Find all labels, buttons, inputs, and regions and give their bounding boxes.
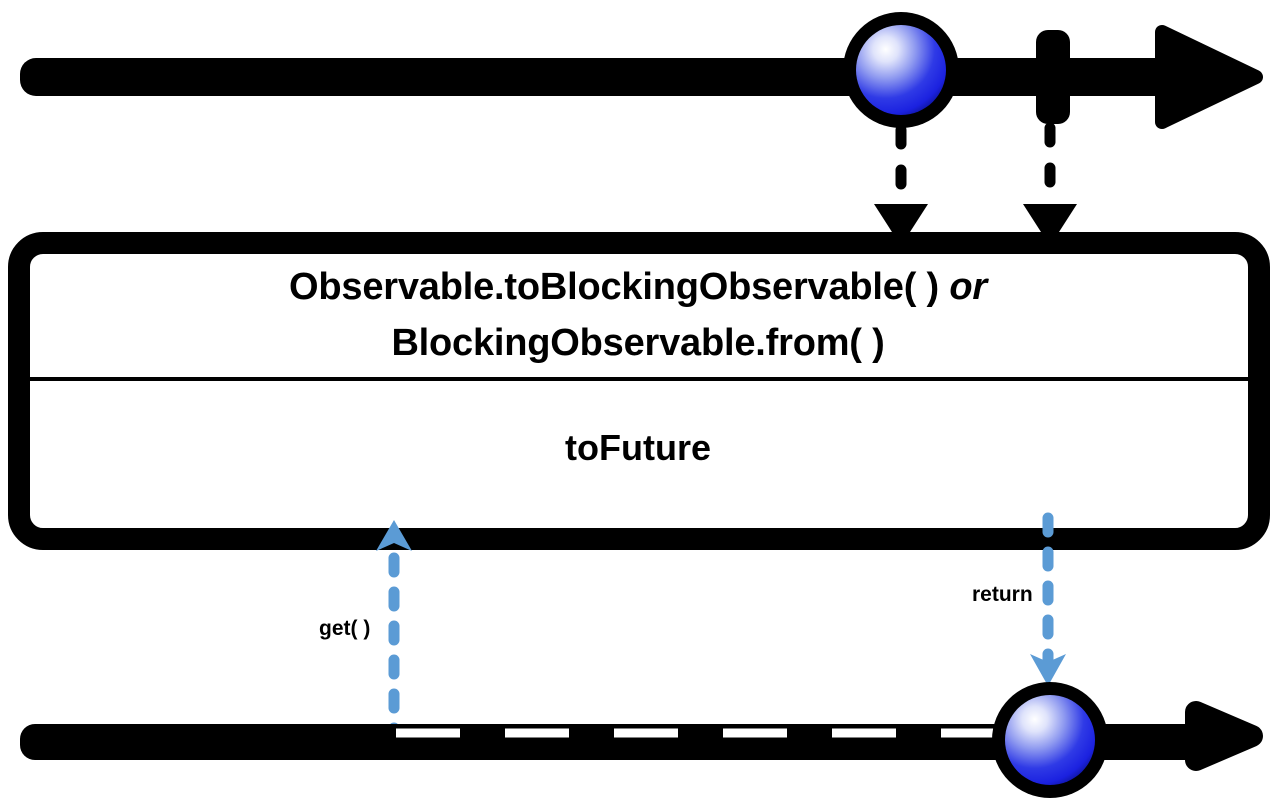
operator-name-conjunction: or xyxy=(949,266,987,308)
source-observable-timeline xyxy=(20,12,1263,129)
source-marble-item xyxy=(856,25,946,115)
operator-box-outline xyxy=(8,232,1270,550)
operator-name-primary: Observable.toBlockingObservable( ) xyxy=(289,266,939,308)
emission-arrows-group xyxy=(874,122,1077,246)
operator-name-line-1: Observable.toBlockingObservable( ) or xyxy=(30,268,1246,306)
get-call-arrow xyxy=(376,520,412,748)
get-call-label: get( ) xyxy=(319,617,371,640)
get-call-arrow-head xyxy=(376,520,412,551)
call-arrows-group xyxy=(376,512,1066,748)
emission-arrow-item-head xyxy=(874,204,928,246)
source-completion-tick xyxy=(1036,30,1070,124)
source-timeline-bar xyxy=(20,58,1180,96)
emission-arrow-complete xyxy=(1023,122,1077,246)
emission-arrow-complete-head xyxy=(1023,204,1077,246)
operator-method-name: toFuture xyxy=(565,427,711,468)
source-timeline-arrowhead xyxy=(1155,25,1263,129)
return-call-label: return xyxy=(972,583,1033,606)
future-result-timeline xyxy=(20,682,1263,798)
return-call-arrow-head xyxy=(1030,654,1066,686)
result-timeline-arrowhead xyxy=(1185,701,1263,771)
operator-name-line-2: BlockingObservable.from( ) xyxy=(391,322,885,364)
emission-arrow-item xyxy=(874,124,928,246)
return-call-arrow xyxy=(1030,512,1066,686)
operator-box xyxy=(8,232,1270,550)
result-timeline-bar xyxy=(20,724,1205,760)
result-marble-item xyxy=(1005,695,1095,785)
